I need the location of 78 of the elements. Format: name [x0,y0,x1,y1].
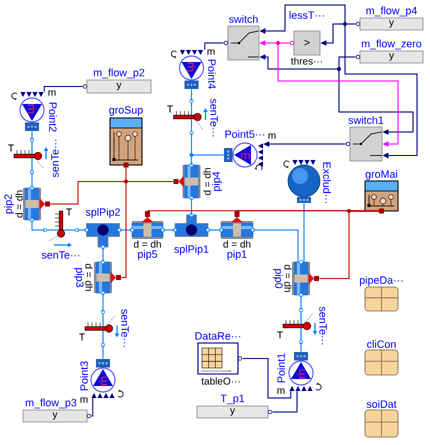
port-label: T [8,144,14,152]
component-name: m_flow_p3 [26,398,76,408]
component-name: m_flow_p4 [366,6,417,16]
connection-line [300,342,302,352]
component-name: pip5 [138,250,158,260]
connection-line [191,88,192,102]
parameter-text: d = dh [15,190,23,218]
connection-line [338,56,414,135]
component-name: senTe··· [121,309,129,347]
component-name: senTe··· [210,98,218,136]
connection-line [272,390,298,412]
port-label: m [278,388,284,394]
connection-line [44,86,84,92]
component-name: pip3 [74,268,84,288]
port-label: T [66,208,72,216]
port-label: m [268,133,276,139]
component-name: Exclud··· [323,162,331,204]
connection-line [191,154,224,166]
port-label: m [208,49,214,55]
parameter-text: d = dh [203,168,211,196]
connection-line [278,42,398,147]
signal-block: y [86,80,152,94]
signal-block: y [360,18,424,30]
signal-block: y [360,50,424,64]
component-name: switch1 [348,116,384,124]
component-name: cliCon [367,340,396,348]
parameter-text: d = dh [284,264,292,292]
port-label: T [79,334,85,340]
connection-line [102,344,104,360]
component-name: T_p1 [220,394,244,404]
component-name: senTe··· [319,306,327,344]
parameter-text: d = dh [223,240,250,248]
connection-line [242,358,292,398]
component-name: switch [228,15,258,23]
component-name: pip1 [228,250,247,260]
port-label: m [48,90,56,96]
component-name: Point3 [80,361,88,390]
connection-line [300,294,302,310]
parameter-text: thres··· [291,57,322,65]
connection-line [120,164,126,278]
component-name: pip2 [4,194,14,214]
component-name: Point1 [277,353,285,382]
connection-line [90,398,94,416]
signal-block: y [196,406,268,418]
component-name: m_flow_p2 [94,68,144,78]
connection-line [191,198,192,216]
connection-line [318,210,382,279]
port-label: T [277,332,283,338]
connection-line [344,24,418,158]
connection-line [204,42,224,50]
parameter-text: tableO··· [201,377,240,385]
port-label: T [167,106,173,112]
parameter-text: d = dh [85,264,93,291]
connection-line [102,292,104,312]
component-name: Point5··· [225,130,264,138]
port-label: m [80,397,88,403]
comparator-block: > [294,30,320,56]
connection-line [102,246,104,262]
component-name: DataRe··· [195,332,240,340]
component-name: pipeDa··· [360,276,402,286]
component-name: Point2 [49,102,57,132]
component-name: groSup [109,106,143,116]
signal-block: y [22,410,88,422]
component-name: soiDat [366,400,397,408]
component-name: senTe··· [42,251,80,259]
component-name: splPip2 [86,208,120,218]
component-name: groMai [366,170,398,180]
component-name: pip4 [212,172,222,191]
component-name: m_flow_zero [362,40,422,50]
component-name: splPip1 [174,245,208,255]
connection-line [236,210,382,212]
component-name: lessT··· [290,11,324,19]
parameter-text: d = dh [134,240,161,248]
connection-line [252,230,298,262]
connection-line [32,220,46,230]
component-name: Point4 [208,60,216,89]
component-name: senTe··· [51,140,59,178]
component-name: pip0 [273,269,283,288]
